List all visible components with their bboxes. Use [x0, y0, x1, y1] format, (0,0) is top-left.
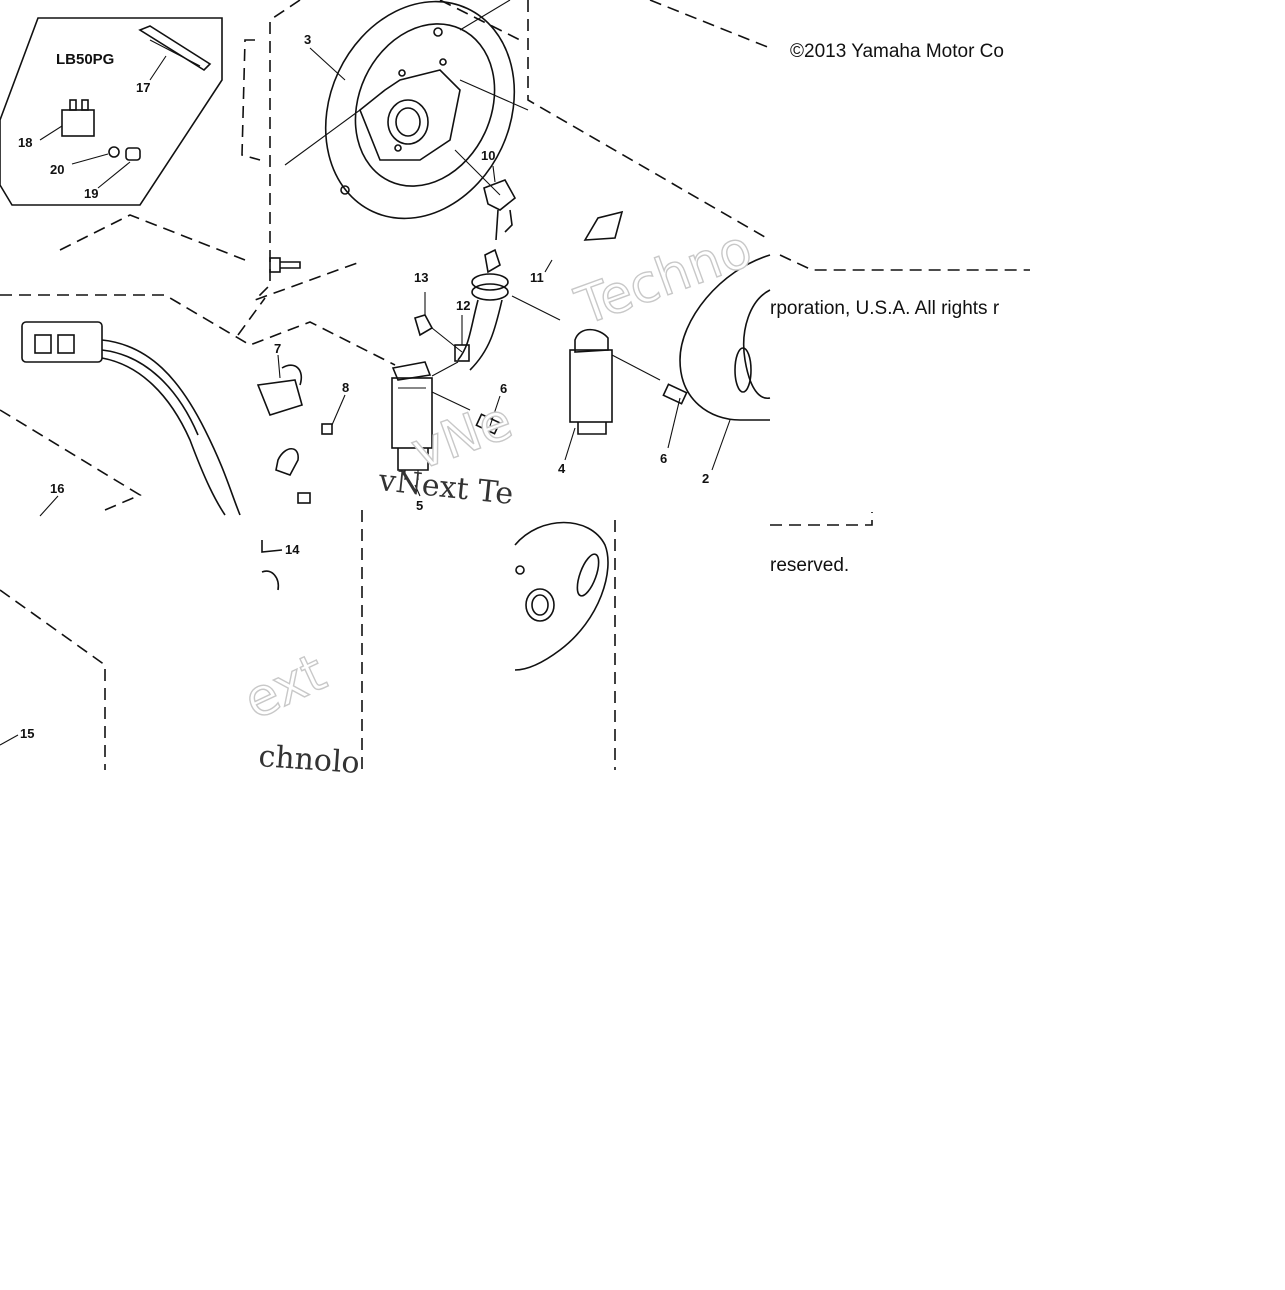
callout-6a: 6	[500, 381, 507, 396]
watermarks: Techno vNext Te vNe ext chnolo	[234, 218, 760, 781]
flywheel-lower	[514, 521, 609, 671]
callout-16: 16	[50, 481, 64, 496]
callout-18: 18	[18, 135, 32, 150]
clip-11	[544, 210, 624, 273]
callout-15: 15	[20, 726, 34, 741]
dashed-boundaries	[0, 0, 1030, 770]
flywheel-2	[679, 254, 771, 471]
callout-11: 11	[530, 270, 544, 285]
copyright-line-1: ©2013 Yamaha Motor Co	[790, 41, 1004, 62]
callout-19: 19	[84, 186, 98, 201]
leader-15	[0, 734, 19, 746]
plate-screw	[269, 257, 301, 273]
watermark-vne: vNe	[404, 391, 520, 482]
washer-20	[108, 146, 120, 158]
callout-3: 3	[304, 32, 311, 47]
callout-8: 8	[342, 380, 349, 395]
coil-5	[391, 361, 501, 497]
callout-4: 4	[558, 461, 566, 476]
watermark-techno: Techno	[568, 219, 760, 338]
harness-16	[21, 321, 241, 517]
inset-title: LB50PG	[56, 51, 114, 68]
stator-plate-3	[284, 0, 529, 220]
callout-6b: 6	[660, 451, 667, 466]
callout-17: 17	[136, 80, 150, 95]
bracket-10	[483, 165, 517, 241]
copyright-line-2: rporation, U.S.A. All rights r	[770, 298, 1000, 319]
inset-border	[0, 17, 223, 206]
watermark-ext: ext	[235, 643, 335, 732]
callout-2: 2	[702, 471, 709, 486]
copyright-line-3: reserved.	[770, 555, 850, 576]
callout-20: 20	[50, 162, 64, 177]
callout-5: 5	[416, 498, 423, 513]
screw-19	[125, 147, 141, 161]
wire-14	[261, 540, 283, 591]
tool-17	[138, 25, 212, 72]
callout-13: 13	[414, 270, 428, 285]
part-18	[61, 109, 95, 137]
watermark-chnolo: chnolo	[257, 739, 360, 781]
callout-10: 10	[481, 148, 495, 163]
callout-14: 14	[285, 542, 300, 557]
callout-12: 12	[456, 298, 470, 313]
grommet-wire	[414, 248, 561, 371]
parts-7-8	[256, 354, 346, 504]
inset-lb50pg: LB50PG	[0, 17, 223, 206]
coil-4	[564, 328, 688, 461]
callout-7: 7	[274, 341, 281, 356]
callouts: 2 3 4 5 6 6 7 8 10 11 12 13 14 15 16 17 …	[18, 32, 709, 741]
